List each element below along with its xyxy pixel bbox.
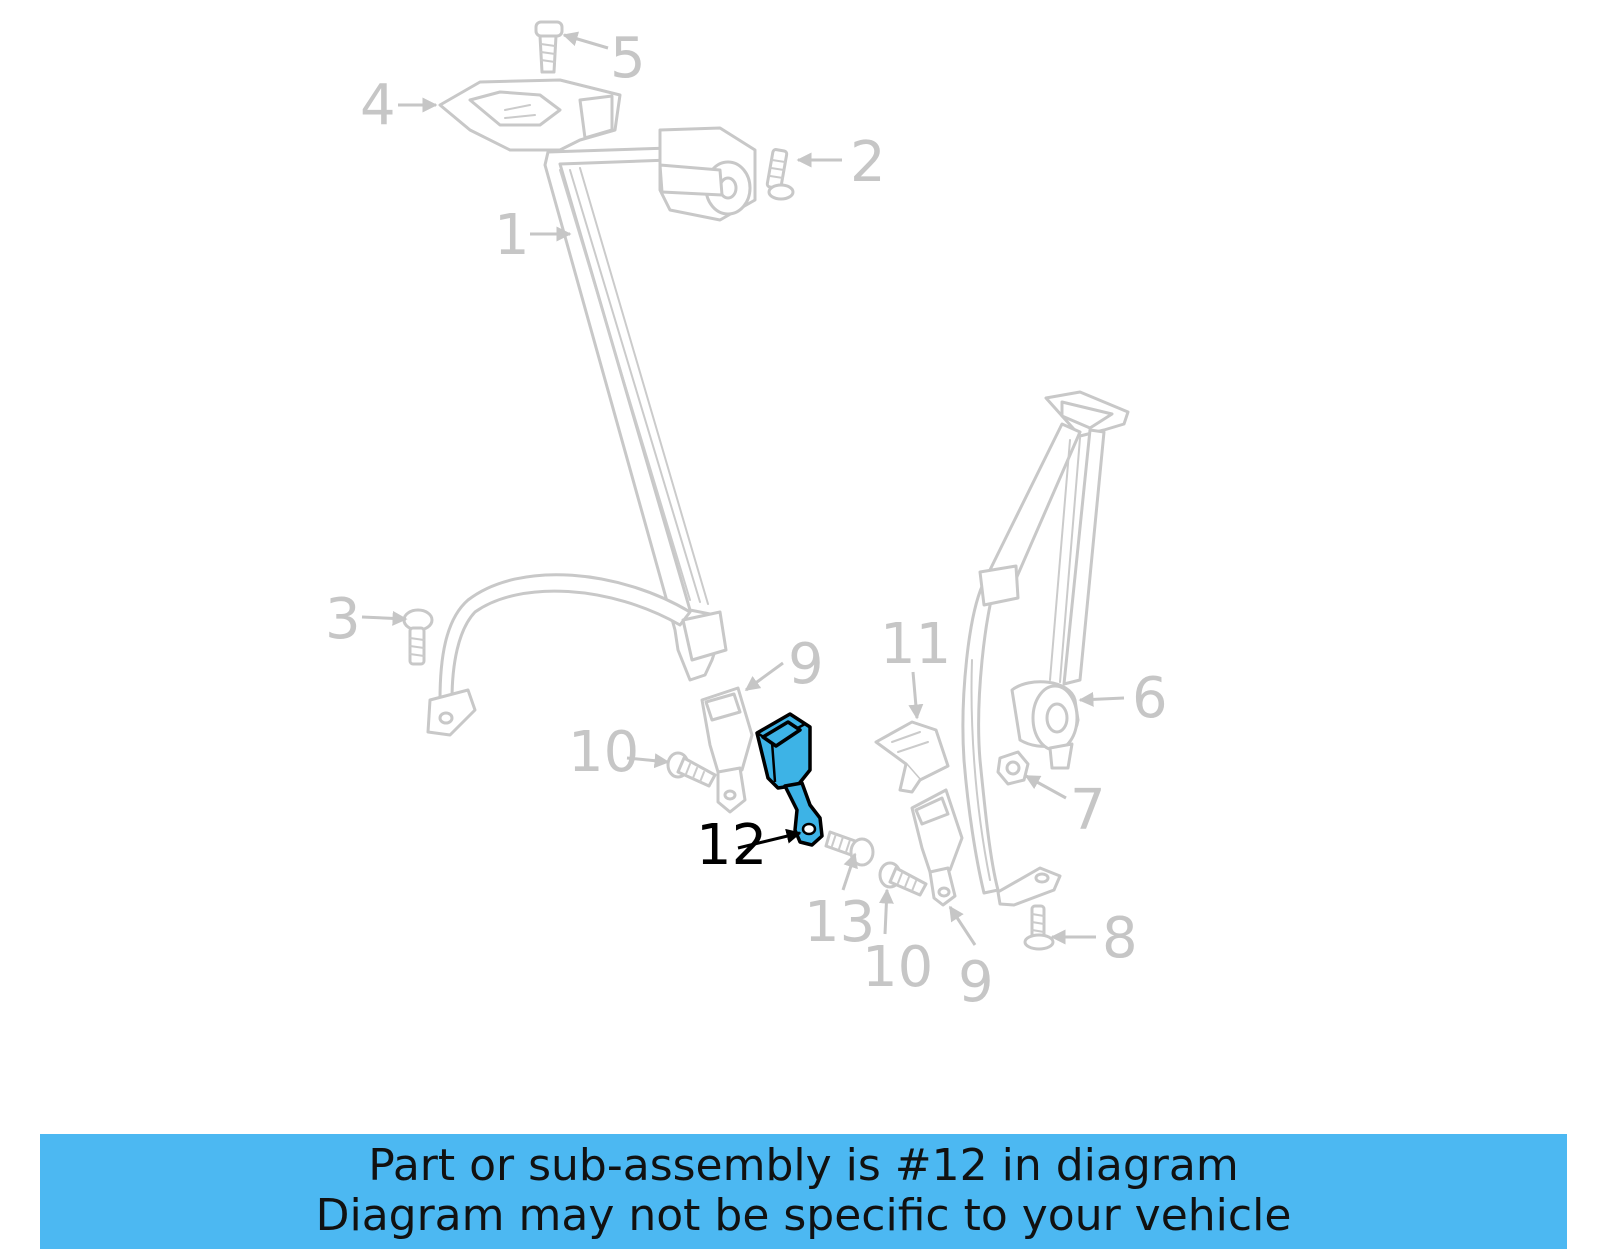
- callout-12: 12: [696, 813, 767, 878]
- callout-1: 1: [494, 203, 530, 268]
- callout-labels: 5 4 2 1 3 9 10 12 13 10 9 11 6 7 8: [325, 26, 1168, 1015]
- banner-line-2: Diagram may not be specific to your vehi…: [315, 1190, 1292, 1241]
- bolt-part-8: [1023, 904, 1055, 951]
- callout-5: 5: [610, 26, 646, 91]
- bolt-part-10-right: [878, 861, 928, 897]
- buckle-part-9-right: [910, 788, 964, 907]
- callout-8: 8: [1102, 906, 1138, 971]
- info-banner: Part or sub-assembly is #12 in diagram D…: [40, 1134, 1567, 1249]
- callout-7: 7: [1070, 778, 1106, 843]
- bolt-part-2: [765, 148, 795, 201]
- callout-11: 11: [880, 612, 951, 677]
- callout-9-right: 9: [958, 950, 994, 1015]
- anchor-bracket-part-4: [438, 78, 622, 152]
- callout-6: 6: [1132, 666, 1168, 731]
- leader-arrows: [361, 31, 1125, 946]
- callout-13: 13: [804, 890, 875, 955]
- callout-10-left: 10: [568, 720, 639, 785]
- bolt-part-5: [534, 20, 564, 74]
- callout-10-right: 10: [862, 935, 933, 1000]
- belt-assembly-part-1: [426, 126, 757, 737]
- buckle-part-12-highlighted[interactable]: [755, 712, 824, 847]
- callout-3: 3: [325, 587, 361, 652]
- buckle-part-9-left: [700, 686, 754, 814]
- bolt-part-3: [402, 608, 434, 666]
- callout-2: 2: [850, 130, 886, 195]
- bolt-part-13: [824, 830, 875, 867]
- callout-9-left: 9: [788, 632, 824, 697]
- bolt-part-10-left: [666, 751, 717, 788]
- belt-assembly-part-6: [961, 390, 1130, 907]
- nut-part-7: [996, 750, 1030, 786]
- bracket-part-11: [874, 720, 950, 794]
- banner-line-1: Part or sub-assembly is #12 in diagram: [368, 1140, 1239, 1191]
- callout-4: 4: [360, 73, 396, 138]
